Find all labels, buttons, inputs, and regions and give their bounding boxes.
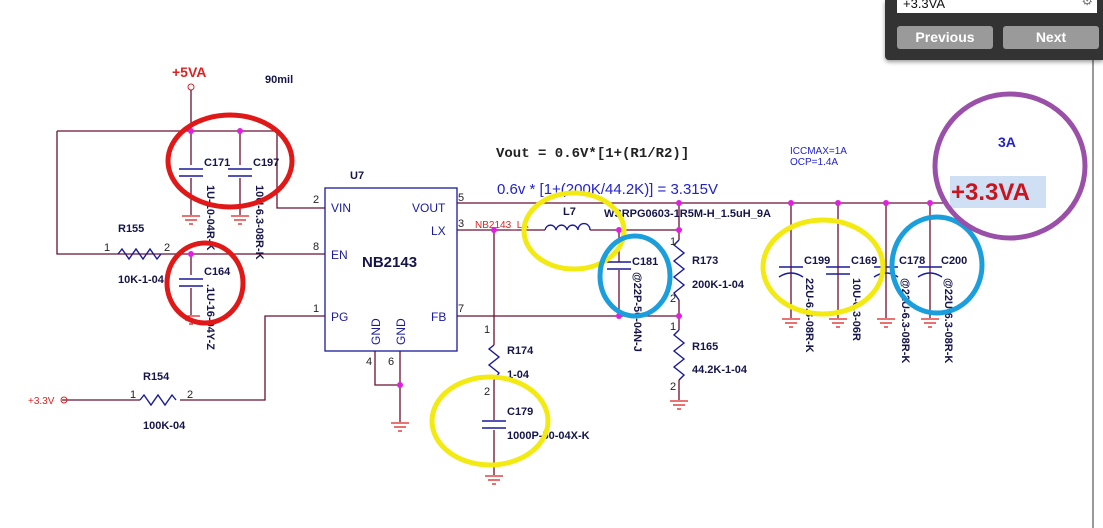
svg-text:1000P-50-04X-K: 1000P-50-04X-K bbox=[507, 430, 590, 442]
svg-text:100K-04: 100K-04 bbox=[143, 420, 186, 432]
svg-text:EN: EN bbox=[331, 248, 348, 262]
svg-text:R173: R173 bbox=[692, 255, 718, 267]
svg-text:10U-6.3-06R: 10U-6.3-06R bbox=[850, 278, 862, 341]
svg-text:2: 2 bbox=[670, 381, 676, 393]
svg-text:L7: L7 bbox=[563, 206, 576, 218]
svg-text:6: 6 bbox=[388, 356, 394, 368]
search-highlight bbox=[950, 176, 1046, 208]
svg-text:@22P-50-04N-J: @22P-50-04N-J bbox=[631, 272, 643, 352]
ic-ref: U7 bbox=[350, 170, 364, 182]
svg-text:2: 2 bbox=[670, 293, 676, 305]
svg-text:2: 2 bbox=[187, 389, 193, 401]
capacitor-c181 bbox=[606, 261, 632, 270]
svg-text:1: 1 bbox=[670, 236, 676, 248]
svg-text:LX: LX bbox=[431, 224, 446, 238]
wires bbox=[56, 90, 945, 475]
svg-text:C169: C169 bbox=[851, 255, 877, 267]
svg-text:.1U-16-04Y-Z: .1U-16-04Y-Z bbox=[204, 284, 216, 350]
svg-text:3: 3 bbox=[458, 218, 464, 230]
svg-text:200K-1-04: 200K-1-04 bbox=[692, 279, 745, 291]
trace-width-label: 90mil bbox=[265, 74, 293, 86]
resistor-r174 bbox=[487, 344, 501, 381]
resistor-r173 bbox=[672, 239, 686, 301]
capacitor-c179 bbox=[481, 420, 507, 429]
svg-text:PG: PG bbox=[331, 310, 348, 324]
capacitor-c164 bbox=[178, 278, 204, 287]
svg-text:1: 1 bbox=[313, 303, 319, 315]
find-bar: +3.3VA ⚙ Previous Next bbox=[885, 0, 1103, 60]
previous-button[interactable]: Previous bbox=[897, 26, 993, 49]
svg-text:5: 5 bbox=[458, 192, 464, 204]
svg-text:C200: C200 bbox=[941, 255, 967, 267]
svg-text:GND: GND bbox=[394, 318, 408, 345]
gear-icon[interactable]: ⚙ bbox=[1081, 0, 1093, 8]
svg-text:FB: FB bbox=[431, 310, 446, 324]
svg-text:R165: R165 bbox=[692, 341, 718, 353]
ocp-note: OCP=1.4A bbox=[790, 157, 838, 168]
vout-formula: Vout = 0.6V*[1+(R1/R2)] bbox=[496, 146, 689, 162]
current-note: 3A bbox=[998, 134, 1016, 150]
annotation-circles bbox=[164, 91, 1088, 468]
output-net-label: +3.3VA bbox=[951, 179, 1030, 206]
svg-text:VIN: VIN bbox=[331, 201, 351, 215]
ic-part: NB2143 bbox=[362, 254, 417, 271]
svg-text:10U-6.3-08R-K: 10U-6.3-08R-K bbox=[253, 185, 265, 260]
vout-calculation: 0.6v * [1+(200K/44.2K)] = 3.315V bbox=[497, 181, 718, 198]
svg-text:C197: C197 bbox=[253, 157, 279, 169]
svg-text:4: 4 bbox=[366, 356, 372, 368]
junction-dots bbox=[188, 128, 933, 388]
svg-text:R155: R155 bbox=[118, 223, 144, 235]
power-5va-label: +5VA bbox=[172, 64, 206, 80]
resistor-r155 bbox=[117, 247, 162, 261]
inductor-l7 bbox=[544, 222, 591, 231]
svg-text:C199: C199 bbox=[804, 255, 830, 267]
svg-text:44.2K-1-04: 44.2K-1-04 bbox=[692, 364, 748, 376]
svg-text:1: 1 bbox=[484, 324, 490, 336]
svg-text:7: 7 bbox=[458, 303, 464, 315]
svg-text:C171: C171 bbox=[204, 157, 230, 169]
iccmax-note: ICCMAX=1A bbox=[790, 146, 847, 157]
svg-text:VOUT: VOUT bbox=[412, 201, 446, 215]
ic-u7 bbox=[324, 187, 458, 352]
svg-text:1: 1 bbox=[670, 321, 676, 333]
svg-text:2: 2 bbox=[164, 242, 170, 254]
svg-text:C164: C164 bbox=[204, 266, 231, 278]
pin-numbers: 2 8 1 5 3 7 4 6 1 2 1 2 1 2 1 2 1 2 bbox=[104, 192, 676, 401]
ic-pin-names: VIN EN PG VOUT LX FB GND GND bbox=[331, 201, 446, 345]
component-labels: R155 10K-1-04 R154 100K-04 R173 200K-1-04 R… bbox=[118, 157, 967, 442]
svg-text:@22U-6.3-08R-K: @22U-6.3-08R-K bbox=[942, 278, 954, 363]
capacitor-c197 bbox=[227, 168, 253, 177]
svg-text:C179: C179 bbox=[507, 406, 533, 418]
power-33v-label: +3.3V bbox=[28, 396, 55, 407]
find-input[interactable]: +3.3VA ⚙ bbox=[897, 0, 1097, 13]
power-port-icon bbox=[60, 396, 68, 404]
power-port-icon bbox=[187, 83, 195, 91]
svg-text:C181: C181 bbox=[632, 256, 658, 268]
svg-text:WSRPG0603-1R5M-H_1.5uH_9A: WSRPG0603-1R5M-H_1.5uH_9A bbox=[604, 208, 771, 220]
svg-text:R154: R154 bbox=[143, 371, 170, 383]
svg-text:2: 2 bbox=[313, 194, 319, 206]
svg-text:C178: C178 bbox=[899, 255, 925, 267]
find-query[interactable]: +3.3VA bbox=[903, 0, 946, 11]
svg-text:8: 8 bbox=[313, 241, 319, 253]
svg-text:R174: R174 bbox=[507, 345, 534, 357]
svg-text:2: 2 bbox=[484, 386, 490, 398]
svg-text:1: 1 bbox=[104, 242, 110, 254]
svg-text:GND: GND bbox=[369, 318, 383, 345]
net-label-lx: NB2143_LX bbox=[475, 220, 529, 231]
svg-text:1: 1 bbox=[130, 389, 136, 401]
svg-text:10K-1-04: 10K-1-04 bbox=[118, 274, 165, 286]
capacitor-c171 bbox=[178, 168, 204, 177]
next-button[interactable]: Next bbox=[1003, 26, 1099, 49]
resistor-r165 bbox=[672, 329, 686, 381]
resistor-r154 bbox=[139, 393, 177, 407]
